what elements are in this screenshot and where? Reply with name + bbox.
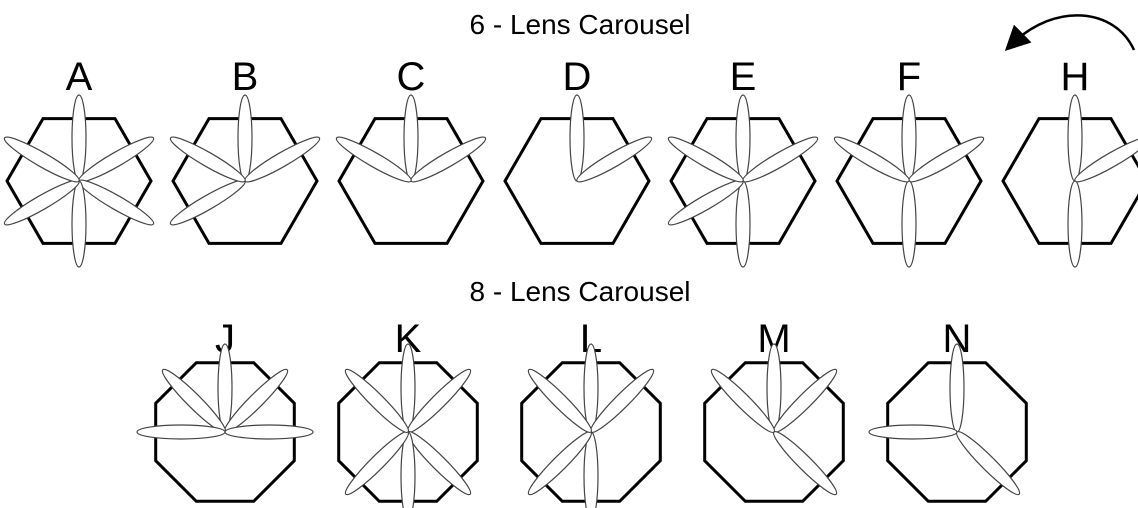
hexagon-frame <box>171 117 319 245</box>
carousel-K: K <box>337 317 479 508</box>
carousel-label: L <box>580 317 602 361</box>
carousel-label: C <box>397 55 426 99</box>
hexagon-frame <box>1001 117 1138 245</box>
lens-petal <box>136 424 226 440</box>
lens-petal <box>901 94 917 182</box>
carousel-H: H <box>1001 55 1138 268</box>
hexagon-frame <box>669 117 817 245</box>
lens-petal <box>772 430 838 496</box>
lens-petal <box>742 136 819 183</box>
carousel-C: C <box>335 55 487 245</box>
carousel-label: B <box>232 55 259 99</box>
carousel-L: L <box>520 317 662 508</box>
lens-petal <box>735 180 751 268</box>
lens-petal <box>901 180 917 268</box>
carousel-label: E <box>730 55 757 99</box>
octagon-frame <box>520 361 662 503</box>
lens-petal <box>955 430 1021 496</box>
lens-petal <box>583 343 599 433</box>
lens-petal <box>667 136 744 183</box>
carousel-M: M <box>703 317 845 503</box>
lens-petal <box>3 179 80 226</box>
octagon-frame <box>154 361 296 503</box>
carousel-E: E <box>667 55 819 268</box>
six-lens-title: 6 - Lens Carousel <box>469 9 690 40</box>
carousel-B: B <box>169 55 321 245</box>
carousel-label: J <box>215 317 235 361</box>
lens-petal <box>766 343 782 433</box>
lens-petal <box>169 179 246 226</box>
octagon-frame <box>886 361 1028 503</box>
hexagon-frame <box>503 117 651 245</box>
lens-petal <box>71 180 87 268</box>
lens-petal <box>908 136 985 183</box>
carousel-A: A <box>3 55 155 268</box>
lens-petal <box>1067 180 1083 268</box>
lens-petal <box>949 343 965 433</box>
lens-petal <box>400 343 416 433</box>
lens-petal <box>527 368 593 434</box>
carousel-label: A <box>66 55 93 99</box>
lens-petal <box>78 136 155 183</box>
lens-petal <box>576 136 653 183</box>
lens-petal <box>403 94 419 182</box>
octagon-frame <box>703 361 845 503</box>
curved-arrow-icon <box>1004 14 1136 51</box>
carousel-N: N <box>868 317 1028 503</box>
lens-petal <box>71 94 87 182</box>
hexagon-frame <box>337 117 485 245</box>
lens-petal <box>244 136 321 183</box>
lens-petal <box>833 136 910 183</box>
lens-petal <box>410 136 487 183</box>
hexagon-frame <box>835 117 983 245</box>
lens-petal <box>3 136 80 183</box>
lens-petal <box>78 179 155 226</box>
lens-petal <box>224 424 314 440</box>
lens-petal <box>569 94 585 182</box>
lens-petal <box>335 136 412 183</box>
lens-petal <box>868 424 958 440</box>
carousel-label: D <box>563 55 592 99</box>
lens-petal <box>217 343 233 433</box>
lens-petal <box>667 179 744 226</box>
hexagon-frame <box>5 117 153 245</box>
carousel-J: J <box>136 317 314 503</box>
carousel-F: F <box>833 55 985 268</box>
lens-petal <box>237 94 253 182</box>
lens-petal <box>344 368 410 434</box>
lens-petal <box>169 136 246 183</box>
eight-lens-title: 8 - Lens Carousel <box>469 276 690 307</box>
carousel-label: H <box>1061 55 1090 99</box>
carousel-label: F <box>897 55 921 99</box>
lens-petal <box>710 368 776 434</box>
carousel-D: D <box>503 55 653 245</box>
lens-petal <box>735 94 751 182</box>
octagon-frame <box>337 361 479 503</box>
lens-petal <box>1067 94 1083 182</box>
